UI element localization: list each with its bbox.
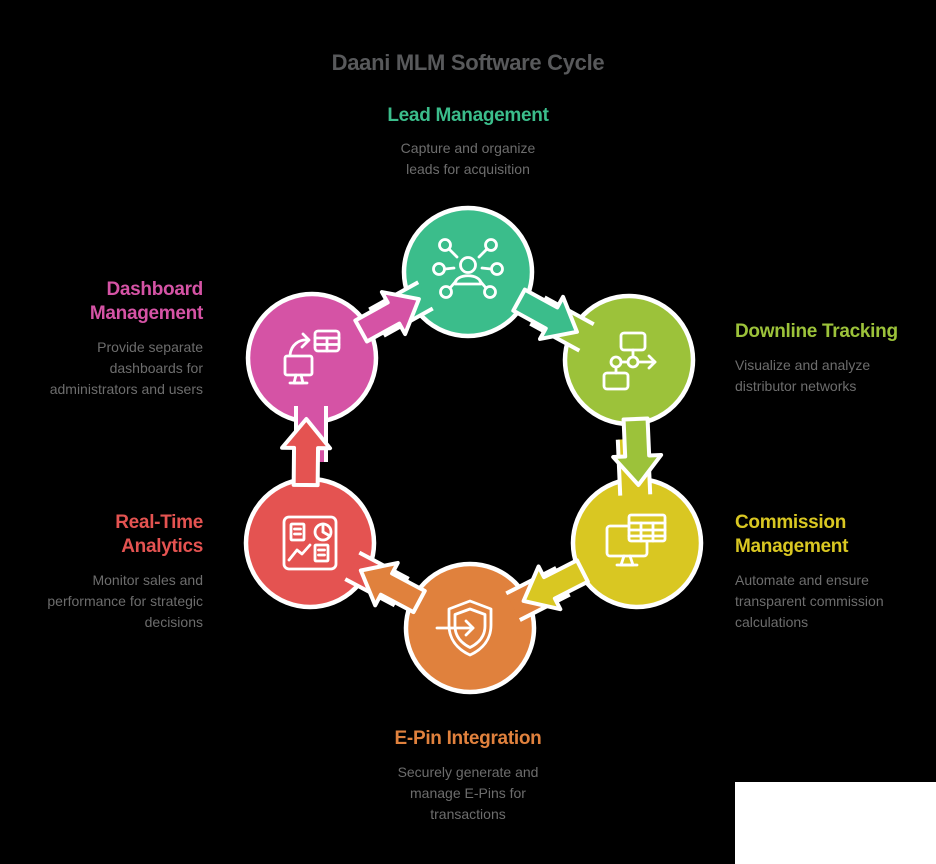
downline-tracking-description: Visualize and analyze distributor networ… [735, 357, 871, 394]
dashboard-management-description: Provide separate dashboards for administ… [49, 339, 203, 397]
flowchart-icon [602, 331, 657, 391]
arrow-downline-to-commission [611, 416, 664, 487]
analytics-dashboard-icon [282, 515, 338, 571]
shield-arrow-icon [435, 599, 493, 657]
e-pin-integration-heading: E-Pin Integration [394, 728, 542, 749]
commission-management-description: Automate and ensure transparent commissi… [735, 572, 884, 630]
arrow-lead-to-downline [511, 287, 579, 341]
arrow-dashboard-to-lead [353, 290, 421, 344]
commission-management-heading: Commission Management [735, 512, 849, 557]
corner-patch [735, 782, 936, 864]
monitor-spreadsheet-icon [605, 513, 667, 567]
real-time-analytics-heading: Real-Time Analytics [115, 512, 203, 557]
arrow-analytics-to-dashboard [280, 417, 333, 488]
lead-management-heading: Lead Management [387, 105, 549, 126]
swap-dashboard-icon [283, 329, 341, 385]
downline-tracking-heading: Downline Tracking [735, 321, 898, 342]
dashboard-management-heading: Dashboard Management [89, 279, 203, 324]
arrow-commission-to-epin [521, 558, 590, 612]
e-pin-integration-description: Securely generate and manage E-Pins for … [397, 764, 539, 822]
arrow-epin-to-analytics [358, 560, 427, 615]
commission-management-node [570, 476, 704, 610]
real-time-analytics-node [243, 476, 377, 610]
page-title: Daani MLM Software Cycle [331, 50, 605, 75]
people-network-icon [432, 238, 504, 299]
real-time-analytics-description: Monitor sales and performance for strate… [47, 572, 203, 630]
lead-management-description: Capture and organize leads for acquisiti… [400, 140, 536, 177]
